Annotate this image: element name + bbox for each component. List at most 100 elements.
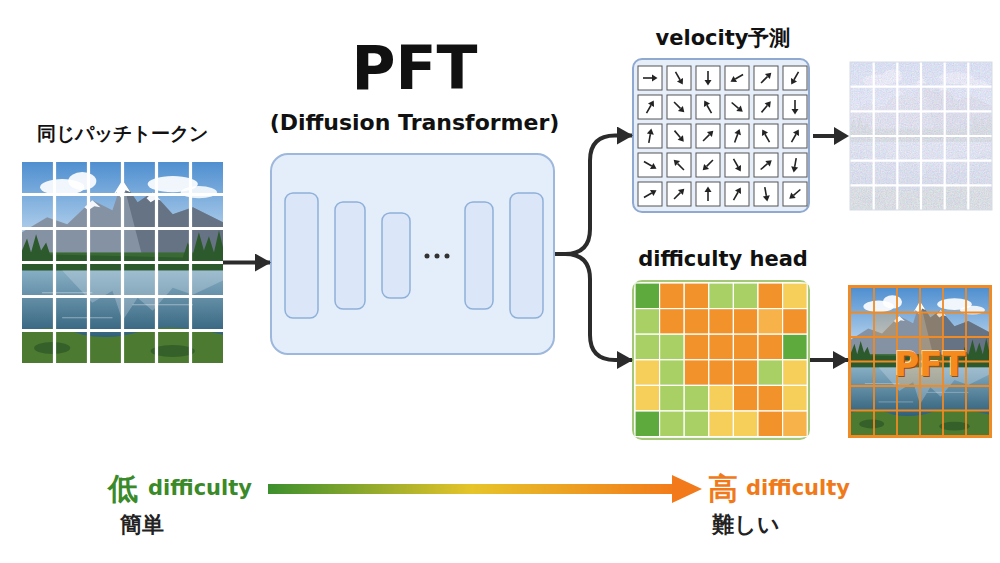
- arrow-line: [813, 134, 836, 138]
- difficulty-overlay-image: PFT: [848, 285, 992, 438]
- node-text: velocity予測: [604, 24, 842, 52]
- ellipsis-dot: [425, 254, 430, 259]
- velocity-arrow-head: [705, 80, 712, 86]
- velocity-cell: [696, 153, 720, 177]
- velocity-panel: velocity予測: [632, 58, 810, 213]
- velocity-arrow-head: [765, 73, 771, 79]
- velocity-grid: [638, 66, 807, 206]
- frame: [850, 62, 992, 210]
- difficulty-cell: [733, 411, 758, 437]
- velocity-cell: [667, 182, 691, 206]
- velocity-arrow: [707, 71, 709, 80]
- layer-block: [382, 213, 410, 298]
- velocity-arrow: [732, 103, 739, 109]
- difficulty-cell: [709, 360, 734, 386]
- landscape-image: [22, 162, 223, 363]
- node-text: (Diffusion Transformer): [212, 110, 617, 135]
- difficulty-cell: [783, 411, 808, 437]
- velocity-arrow: [793, 190, 800, 196]
- velocity-arrow: [644, 162, 652, 167]
- layer-block: [465, 202, 493, 309]
- velocity-cell: [638, 124, 662, 148]
- velocity-arrow-head: [731, 76, 738, 82]
- velocity-cell: [783, 95, 807, 119]
- velocity-cell: [725, 66, 749, 90]
- difficulty-cell: [635, 385, 660, 411]
- difficulty-cell: [635, 334, 660, 360]
- velocity-arrow-head: [650, 163, 657, 169]
- difficulty-cell: [709, 411, 734, 437]
- velocity-cell: [754, 182, 778, 206]
- velocity-arrow: [703, 135, 709, 141]
- difficulty-cell: [684, 334, 709, 360]
- arrow-head: [834, 127, 849, 145]
- difficulty-cell: [635, 411, 660, 437]
- landscape-image: [851, 288, 989, 435]
- velocity-arrow-head: [735, 188, 741, 195]
- node-text: 同じパッチトークン: [0, 121, 263, 147]
- difficulty-cell: [635, 283, 660, 309]
- velocity-arrow-head: [678, 135, 684, 141]
- flow-arrow: [810, 358, 848, 362]
- difficulty-cell: [684, 283, 709, 309]
- difficulty-cell: [684, 385, 709, 411]
- difficulty-cell: [758, 411, 783, 437]
- difficulty-cell: [684, 309, 709, 335]
- difficulty-gradient: [268, 484, 676, 494]
- difficulty-cell: [709, 283, 734, 309]
- flow-arrow: [555, 136, 632, 255]
- layer-block: [285, 193, 318, 318]
- heatmap-grid: [635, 283, 807, 437]
- ellipsis-dot: [445, 254, 450, 259]
- velocity-arrow: [644, 193, 652, 198]
- velocity-arrow: [707, 160, 713, 166]
- difficulty-cell: [783, 334, 808, 360]
- node-text: PFT: [885, 344, 975, 384]
- velocity-arrow-head: [703, 164, 709, 170]
- flow-arrow: [223, 261, 270, 265]
- difficulty-cell: [684, 411, 709, 437]
- velocity-arrow-head: [648, 101, 654, 108]
- velocity-arrow: [794, 72, 799, 80]
- patch-grid-lines: [851, 288, 989, 435]
- scale-label: difficulty: [148, 476, 252, 500]
- velocity-arrow-head: [762, 130, 768, 137]
- node-text: PFT: [212, 33, 617, 103]
- patch-token-grid: 同じパッチトークン: [22, 162, 223, 363]
- node-text: difficulty head: [594, 247, 852, 271]
- velocity-arrow-head: [734, 129, 741, 135]
- velocity-cell: [638, 66, 662, 90]
- velocity-cell: [725, 124, 749, 148]
- difficulty-cell: [660, 283, 685, 309]
- velocity-arrow-head: [678, 106, 684, 112]
- velocity-cell: [783, 153, 807, 177]
- velocity-cell: [696, 124, 720, 148]
- velocity-cell: [783, 66, 807, 90]
- velocity-arrow-head: [789, 193, 795, 199]
- difficulty-cell: [635, 360, 660, 386]
- velocity-cell: [696, 182, 720, 206]
- velocity-cell: [783, 124, 807, 148]
- ellipsis-dot: [435, 254, 440, 259]
- scale-label: difficulty: [746, 476, 850, 500]
- velocity-arrow: [761, 164, 768, 170]
- velocity-arrow: [674, 102, 680, 108]
- velocity-arrow-head: [791, 166, 798, 172]
- velocity-arrow: [734, 192, 739, 200]
- velocity-cell: [783, 182, 807, 206]
- velocity-cell: [638, 153, 662, 177]
- velocity-cell: [667, 66, 691, 90]
- difficulty-cell: [660, 385, 685, 411]
- gradient-arrow-head: [672, 475, 702, 503]
- difficulty-cell: [758, 334, 783, 360]
- velocity-arrow-head: [674, 160, 680, 166]
- difficulty-cell: [660, 360, 685, 386]
- velocity-arrow-head: [791, 78, 797, 85]
- velocity-cell: [696, 66, 720, 90]
- velocity-cell: [638, 182, 662, 206]
- difficulty-cell: [758, 360, 783, 386]
- difficulty-panel: difficulty head: [632, 280, 810, 440]
- velocity-arrow-head: [765, 101, 771, 107]
- velocity-arrow-head: [650, 190, 657, 196]
